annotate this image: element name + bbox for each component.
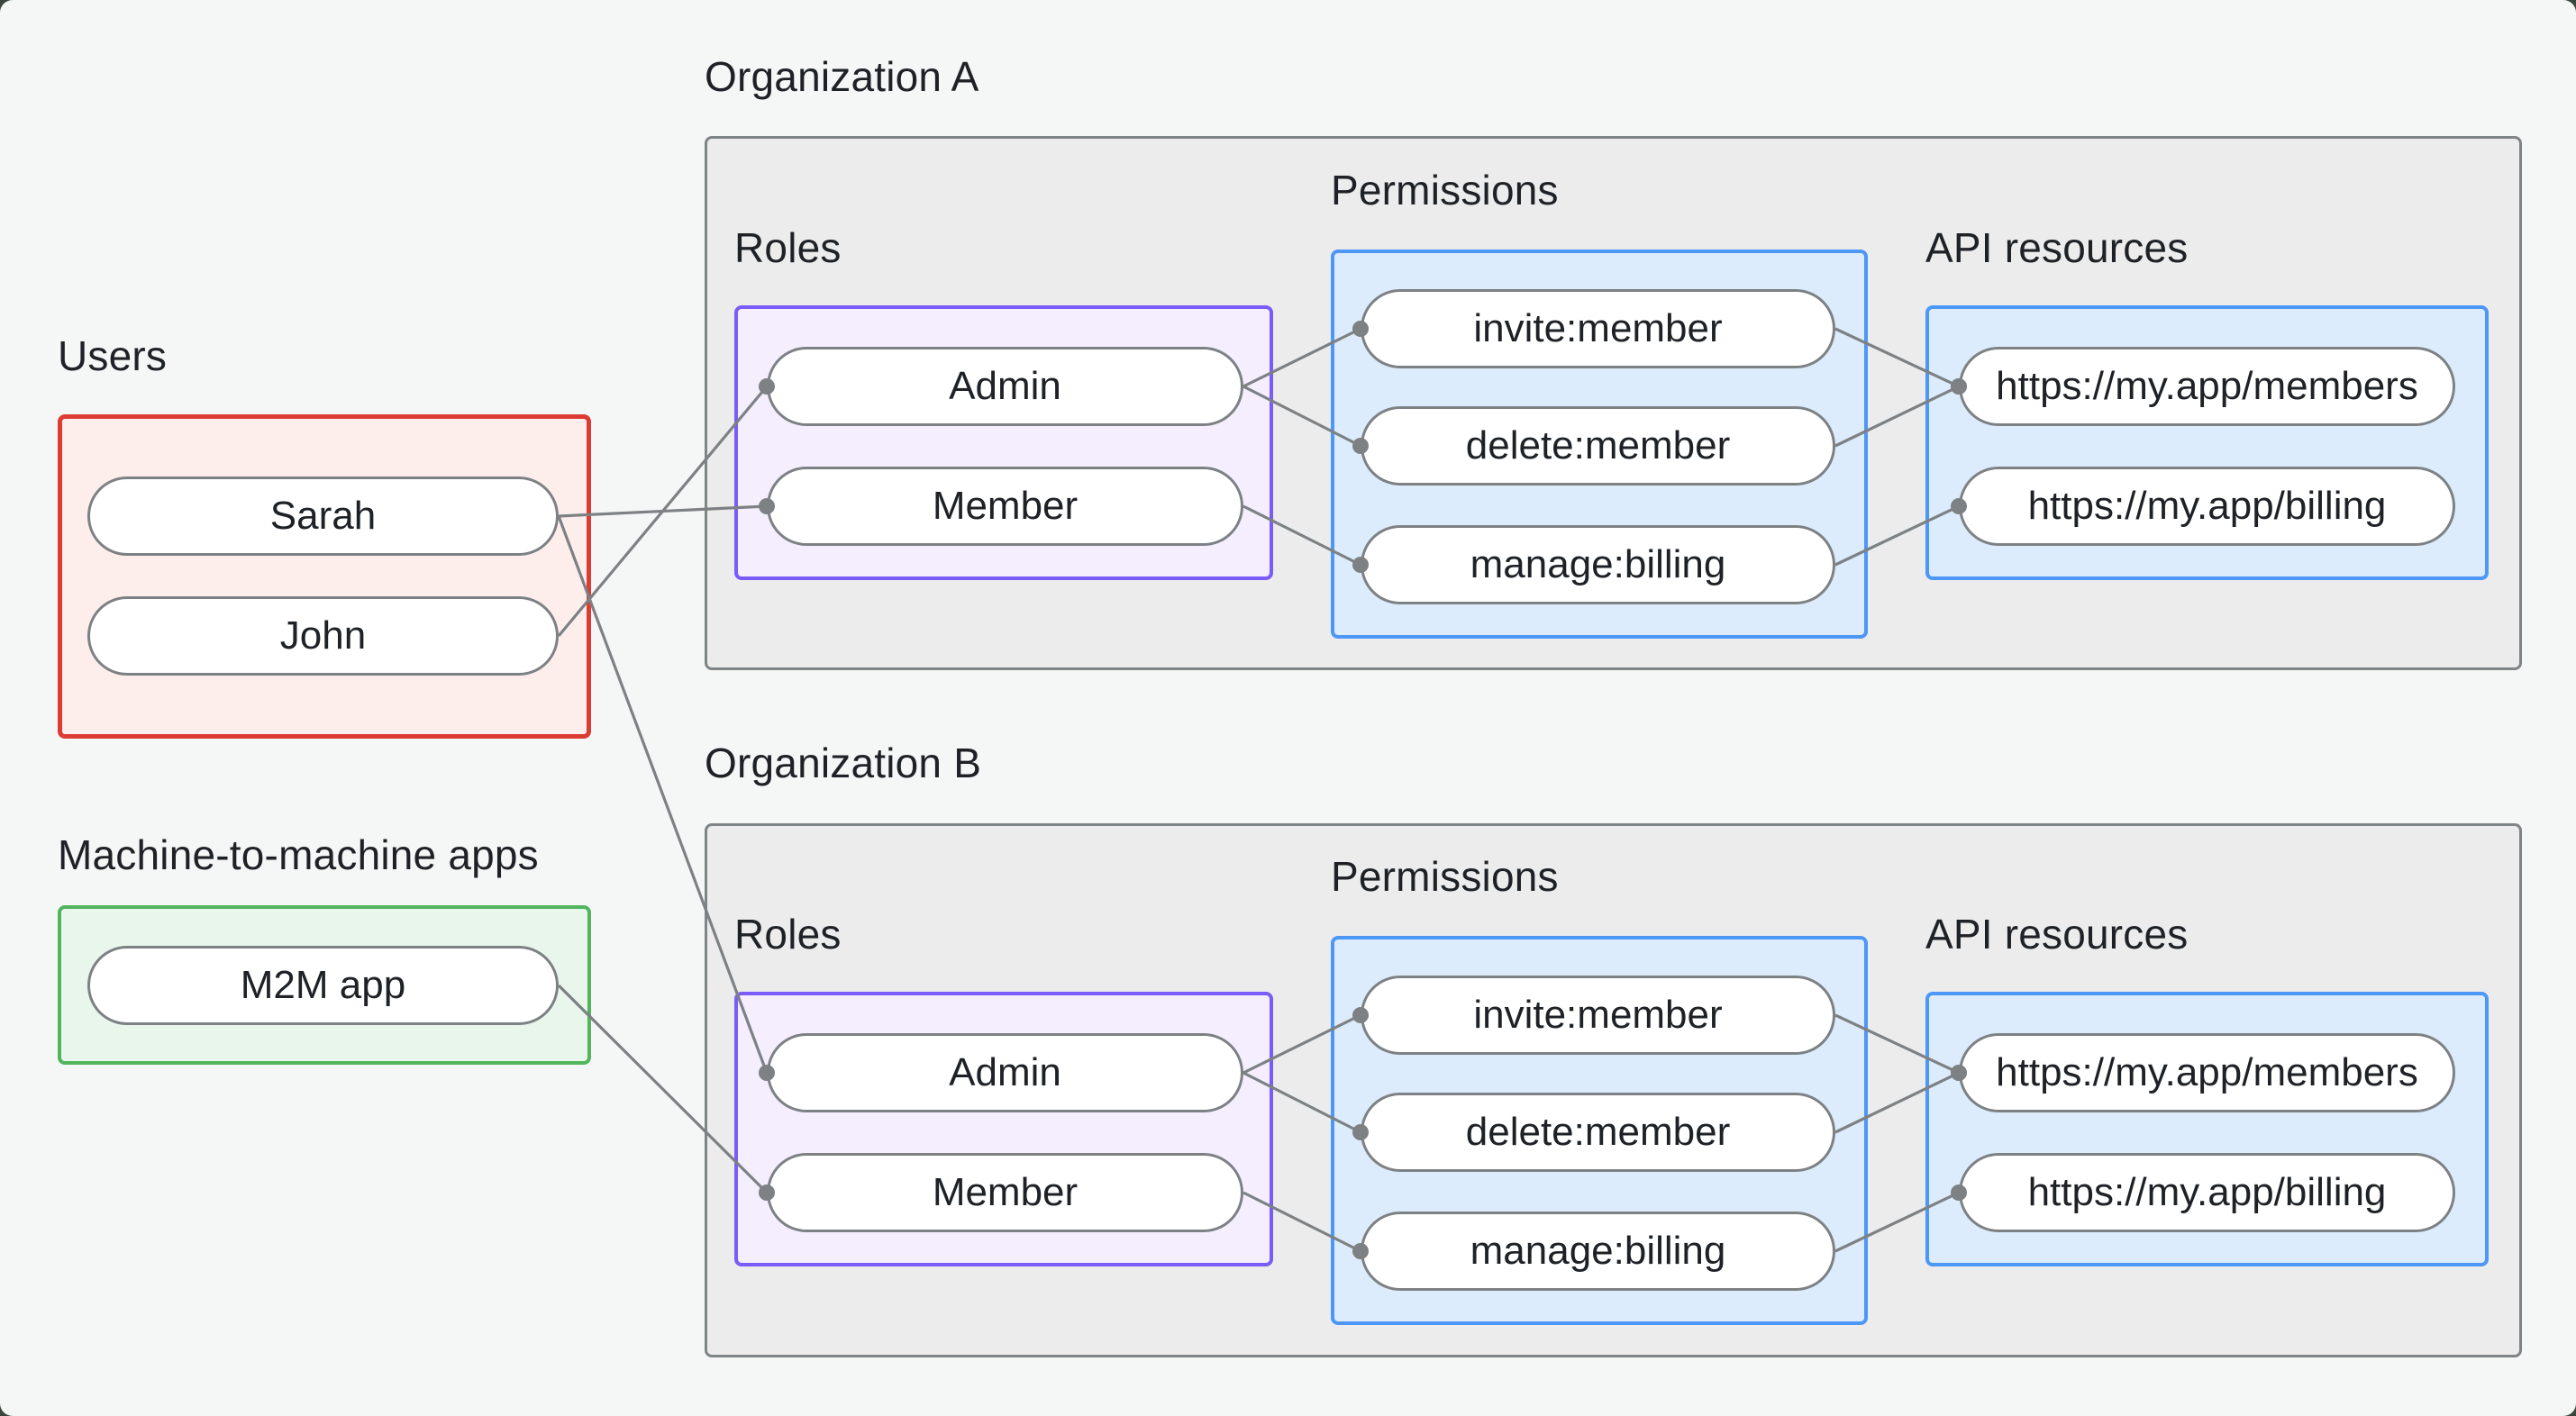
org-a-role-member-node: Member bbox=[767, 467, 1243, 546]
user-node-john: John bbox=[87, 596, 559, 676]
org-b-permissions-label: Permissions bbox=[1331, 853, 1559, 900]
org-a-role-admin-node: Admin bbox=[767, 347, 1243, 426]
m2m-app-node: M2M app bbox=[87, 946, 559, 1025]
org-a-title: Organization A bbox=[705, 53, 979, 100]
user-node-sarah: Sarah bbox=[87, 477, 559, 556]
org-b-permission-delete-node: delete:member bbox=[1361, 1093, 1835, 1172]
org-b-roles-label: Roles bbox=[734, 911, 842, 958]
org-b-role-admin-node: Admin bbox=[767, 1033, 1243, 1112]
org-b-role-member-node: Member bbox=[767, 1153, 1243, 1232]
org-a-permission-manage-node: manage:billing bbox=[1361, 525, 1835, 604]
org-a-permission-invite-node: invite:member bbox=[1361, 289, 1835, 368]
org-b-permission-invite-node: invite:member bbox=[1361, 976, 1835, 1055]
m2m-label: Machine-to-machine apps bbox=[58, 831, 539, 878]
org-a-api-members-node: https://my.app/members bbox=[1959, 347, 2455, 426]
org-a-permission-delete-node: delete:member bbox=[1361, 406, 1835, 486]
org-a-permissions-label: Permissions bbox=[1331, 167, 1559, 213]
org-b-permission-manage-node: manage:billing bbox=[1361, 1212, 1835, 1291]
org-b-api-members-node: https://my.app/members bbox=[1959, 1033, 2455, 1112]
org-b-api-resources-label: API resources bbox=[1925, 911, 2189, 958]
users-group-box bbox=[58, 414, 591, 739]
org-b-title: Organization B bbox=[705, 740, 982, 786]
org-a-api-resources-label: API resources bbox=[1925, 224, 2189, 271]
org-a-api-billing-node: https://my.app/billing bbox=[1959, 467, 2455, 546]
org-a-roles-label: Roles bbox=[734, 224, 842, 271]
org-b-api-billing-node: https://my.app/billing bbox=[1959, 1153, 2455, 1232]
users-label: Users bbox=[58, 332, 168, 379]
